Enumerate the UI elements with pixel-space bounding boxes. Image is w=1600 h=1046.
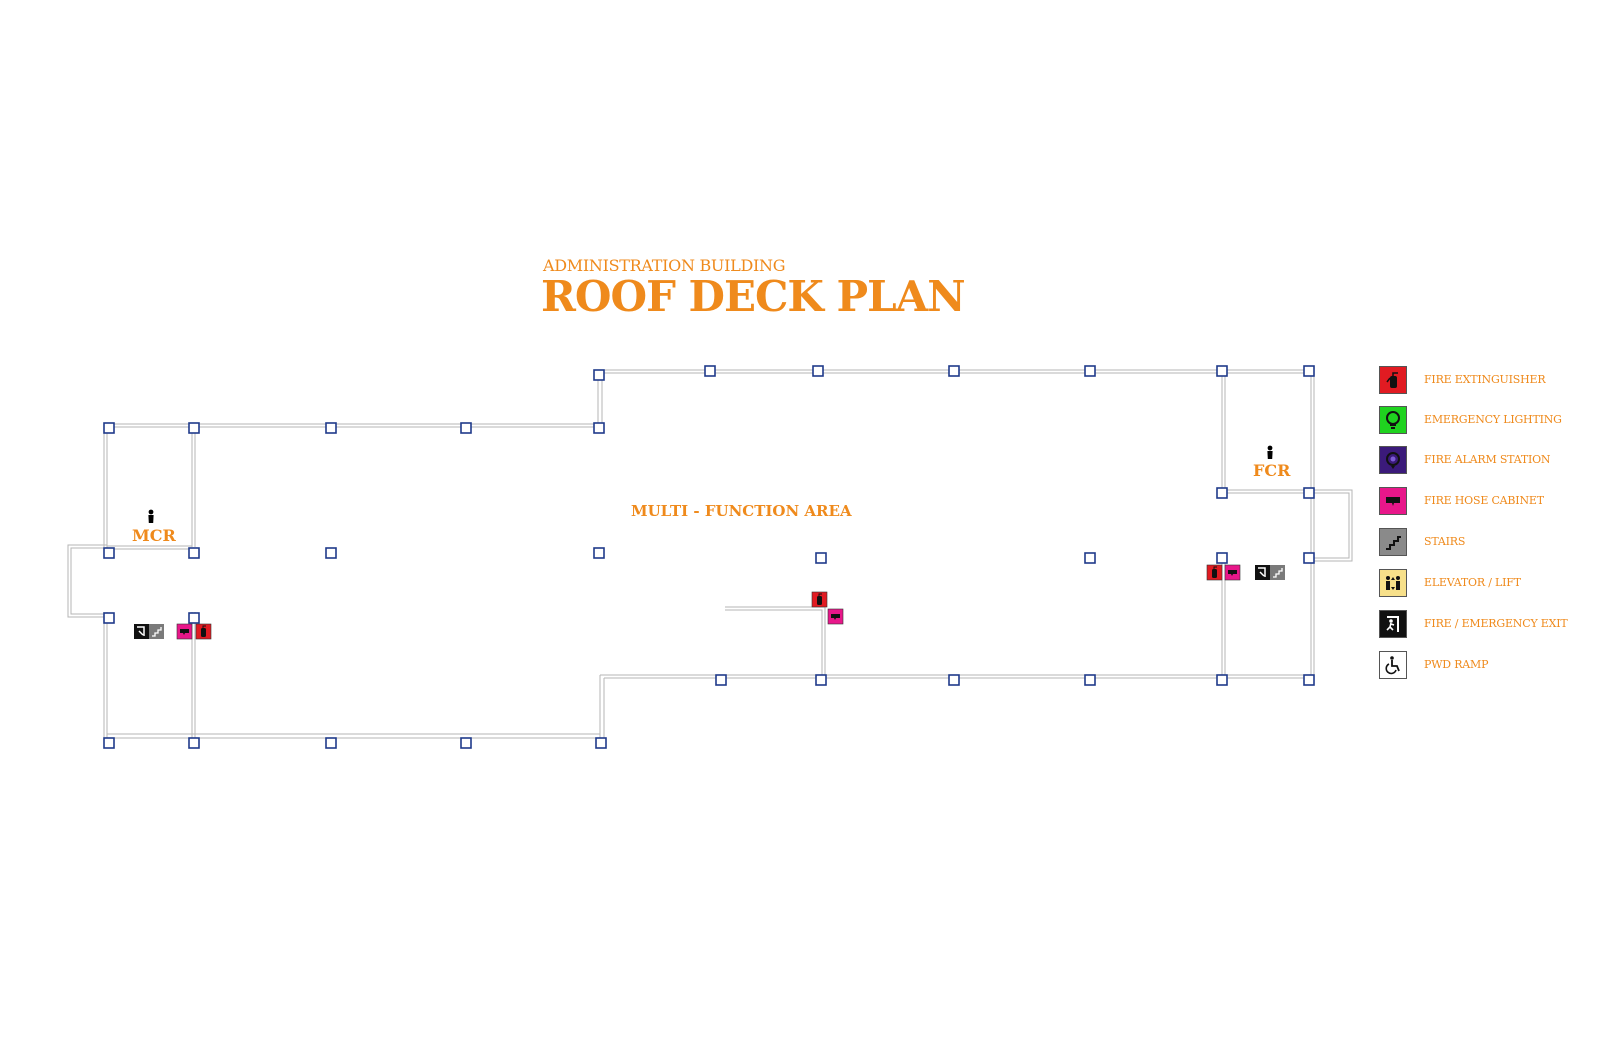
fire-hose-icon bbox=[1224, 564, 1241, 581]
legend-item-elevator-lift: ELEVATOR / LIFT bbox=[1379, 569, 1594, 597]
fire-alarm-icon bbox=[1379, 446, 1407, 474]
column-marker bbox=[815, 674, 827, 686]
legend-label: FIRE / EMERGENCY EXIT bbox=[1424, 617, 1568, 630]
person-icon bbox=[148, 509, 154, 523]
fire-hose-icon bbox=[1379, 487, 1407, 515]
column-marker bbox=[1084, 365, 1096, 377]
column-marker bbox=[1216, 552, 1228, 564]
person-icon bbox=[1267, 445, 1273, 459]
column-marker bbox=[1084, 674, 1096, 686]
column-marker bbox=[188, 612, 200, 624]
column-marker bbox=[188, 547, 200, 559]
fire-extinguisher-icon bbox=[195, 623, 212, 640]
elevator-icon bbox=[1379, 569, 1407, 597]
column-marker bbox=[1303, 365, 1315, 377]
column-marker bbox=[948, 365, 960, 377]
room-label-fcr: FCR bbox=[1253, 461, 1291, 480]
column-marker bbox=[815, 552, 827, 564]
legend-item-pwd-ramp: PWD RAMP bbox=[1379, 651, 1594, 679]
column-marker bbox=[325, 547, 337, 559]
fire-extinguisher-icon bbox=[811, 591, 828, 608]
column-marker bbox=[460, 422, 472, 434]
room-label-mcr: MCR bbox=[132, 526, 176, 545]
column-marker bbox=[325, 422, 337, 434]
column-marker bbox=[1216, 674, 1228, 686]
legend-label: PWD RAMP bbox=[1424, 658, 1489, 671]
column-marker bbox=[1084, 552, 1096, 564]
column-marker bbox=[103, 737, 115, 749]
emergency-light-icon bbox=[1379, 406, 1407, 434]
plan-subtitle: ADMINISTRATION BUILDING bbox=[543, 256, 786, 275]
column-marker bbox=[103, 612, 115, 624]
legend-label: ELEVATOR / LIFT bbox=[1424, 576, 1521, 589]
column-marker bbox=[103, 547, 115, 559]
column-marker bbox=[460, 737, 472, 749]
emergency-exit-icon bbox=[1379, 610, 1407, 638]
fire-extinguisher-icon bbox=[1206, 564, 1223, 581]
plan-title: ROOF DECK PLAN bbox=[541, 272, 966, 321]
column-marker bbox=[188, 737, 200, 749]
legend-item-emergency-lighting: EMERGENCY LIGHTING bbox=[1379, 406, 1594, 434]
column-marker bbox=[103, 422, 115, 434]
column-marker bbox=[1303, 487, 1315, 499]
pwd-ramp-icon bbox=[1379, 651, 1407, 679]
column-marker bbox=[188, 422, 200, 434]
emergency-exit-icon bbox=[134, 624, 149, 639]
column-marker bbox=[1303, 552, 1315, 564]
fire-hose-icon bbox=[176, 623, 193, 640]
column-marker bbox=[1303, 674, 1315, 686]
column-marker bbox=[593, 369, 605, 381]
legend-label: EMERGENCY LIGHTING bbox=[1424, 413, 1562, 426]
column-marker bbox=[812, 365, 824, 377]
stairs-icon bbox=[1270, 565, 1285, 580]
stairs-icon bbox=[1379, 528, 1407, 556]
legend-label: FIRE ALARM STATION bbox=[1424, 453, 1551, 466]
column-marker bbox=[1216, 487, 1228, 499]
column-marker bbox=[593, 422, 605, 434]
legend-item-fire-alarm-station: FIRE ALARM STATION bbox=[1379, 446, 1594, 474]
column-marker bbox=[704, 365, 716, 377]
room-label-multi-function: MULTI - FUNCTION AREA bbox=[631, 502, 852, 520]
legend-label: FIRE EXTINGUISHER bbox=[1424, 373, 1546, 386]
column-marker bbox=[1216, 365, 1228, 377]
legend-label: STAIRS bbox=[1424, 535, 1466, 548]
legend-item-stairs: STAIRS bbox=[1379, 528, 1594, 556]
legend-item-fire-emergency-exit: FIRE / EMERGENCY EXIT bbox=[1379, 610, 1594, 638]
fire-hose-icon bbox=[827, 608, 844, 625]
column-marker bbox=[595, 737, 607, 749]
column-marker bbox=[948, 674, 960, 686]
column-marker bbox=[593, 547, 605, 559]
walls bbox=[67, 369, 1353, 739]
legend-item-fire-extinguisher: FIRE EXTINGUISHER bbox=[1379, 366, 1594, 394]
legend-item-fire-hose-cabinet: FIRE HOSE CABINET bbox=[1379, 487, 1594, 515]
column-marker bbox=[325, 737, 337, 749]
legend-label: FIRE HOSE CABINET bbox=[1424, 494, 1544, 507]
column-marker bbox=[715, 674, 727, 686]
structural-columns bbox=[103, 365, 1315, 749]
stairs-icon bbox=[149, 624, 164, 639]
emergency-exit-icon bbox=[1255, 565, 1270, 580]
fire-extinguisher-icon bbox=[1379, 366, 1407, 394]
